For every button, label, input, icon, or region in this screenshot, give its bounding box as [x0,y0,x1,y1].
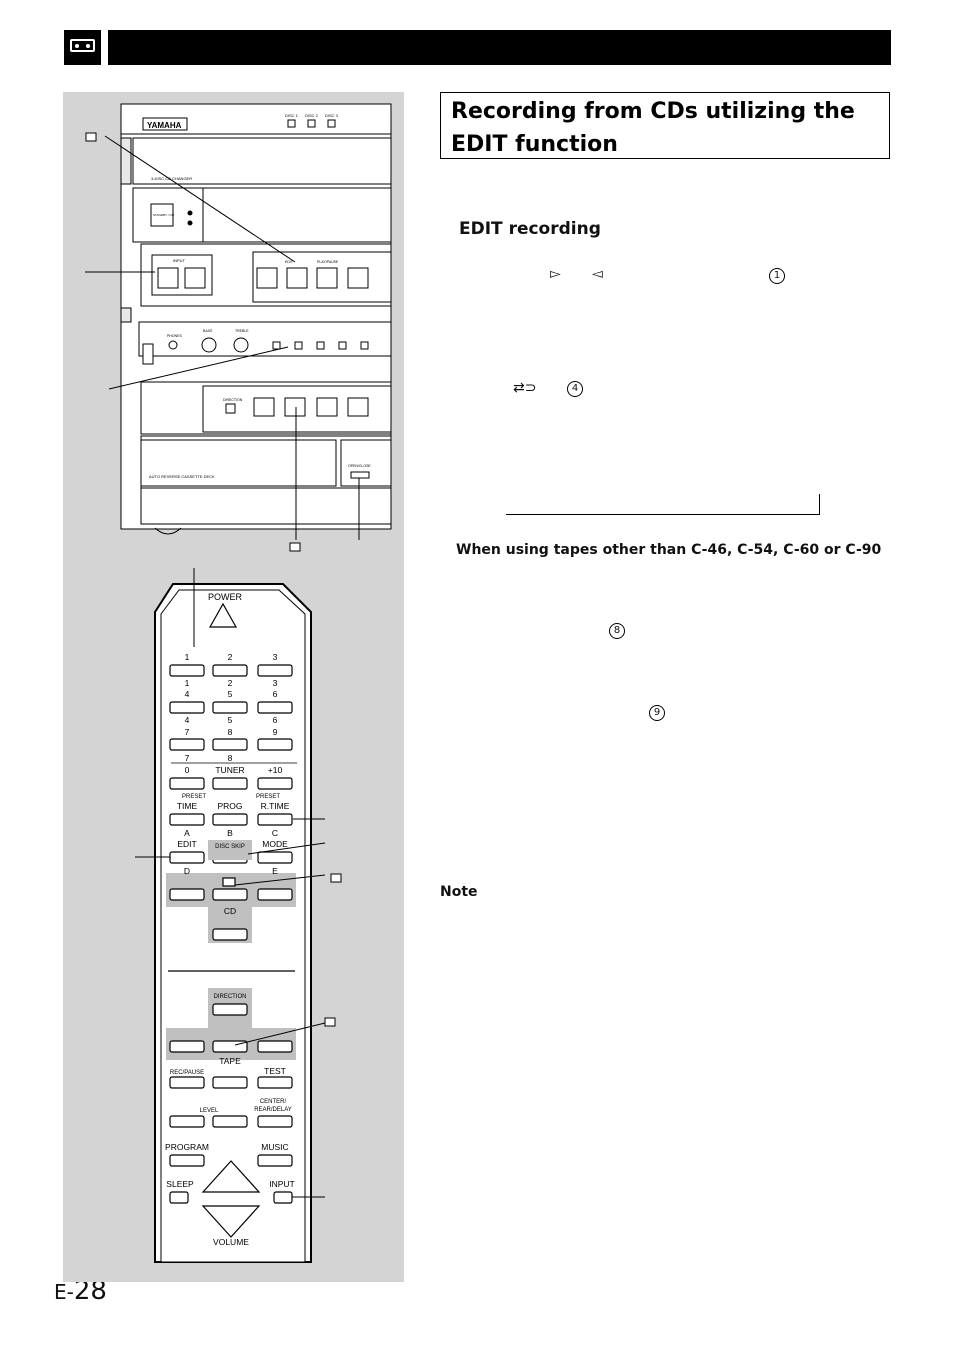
svg-text:PRESET: PRESET [256,794,280,800]
svg-text:VOLUME: VOLUME [213,1237,249,1247]
svg-text:TIME: TIME [177,801,198,811]
brand-logo: YAMAHA [147,121,182,130]
remote-leader-lines [135,568,342,1198]
svg-text:2: 2 [228,678,233,688]
bracket-line [506,494,820,515]
svg-text:LEVEL: LEVEL [200,1108,219,1114]
svg-text:PROGRAM: PROGRAM [165,1142,209,1152]
svg-text:6: 6 [273,715,278,725]
svg-text:STANDBY / ON: STANDBY / ON [153,213,174,217]
reverse-symbol: ◅ [592,266,603,282]
note-heading: Note [440,884,478,900]
svg-text:PLAY/PAUSE: PLAY/PAUSE [317,260,339,264]
svg-text:E: E [272,866,278,876]
step-9-marker: 9 [649,705,665,721]
svg-text:CD: CD [224,906,236,916]
svg-text:PRESET: PRESET [182,794,206,800]
svg-text:8: 8 [228,753,233,763]
svg-text:INPUT: INPUT [269,1179,295,1189]
svg-text:C: C [272,828,278,838]
svg-text:3-DISC CD CHANGER: 3-DISC CD CHANGER [151,176,192,181]
section-edit-heading: EDIT recording [459,219,601,239]
svg-text:8: 8 [228,727,233,737]
svg-text:REAR/DELAY: REAR/DELAY [254,1107,292,1113]
svg-text:EDIT: EDIT [285,260,294,264]
svg-text:DIRECTION: DIRECTION [214,994,247,1000]
main-unit: YAMAHA DISC 1 DISC 2 DISC 3 3-DISC CD CH… [120,103,392,535]
svg-text:D: D [184,866,190,876]
svg-text:7: 7 [185,753,190,763]
svg-text:A: A [184,828,190,838]
svg-text:CENTER/: CENTER/ [260,1099,287,1105]
svg-text:1: 1 [185,678,190,688]
title-box: Recording from CDs utilizing the EDIT fu… [440,92,890,159]
svg-text:+10: +10 [268,765,283,775]
svg-text:EDIT: EDIT [177,839,196,849]
svg-text:TREBLE: TREBLE [235,329,249,333]
play-symbol: ▻ [550,266,561,282]
svg-text:PROG: PROG [217,801,242,811]
svg-text:MODE: MODE [262,839,288,849]
svg-text:REC/PAUSE: REC/PAUSE [170,1070,204,1076]
svg-text:7: 7 [185,727,190,737]
svg-text:AUTO REVERSE CASSETTE DECK: AUTO REVERSE CASSETTE DECK [149,474,215,479]
remote-labels: POWER [208,592,243,602]
svg-text:BASS: BASS [203,329,213,333]
svg-text:TEST: TEST [264,1066,286,1076]
cassette-icon [64,30,101,65]
svg-text:1: 1 [185,652,190,662]
illustration: YAMAHA DISC 1 DISC 2 DISC 3 3-DISC CD CH… [85,103,392,1263]
svg-text:DIRECTION: DIRECTION [223,398,243,402]
svg-text:DISC 3: DISC 3 [325,113,339,118]
svg-text:DISC 2: DISC 2 [305,113,319,118]
svg-text:SLEEP: SLEEP [166,1179,194,1189]
svg-text:INPUT: INPUT [173,258,186,263]
svg-text:3: 3 [273,678,278,688]
step-8-marker: 8 [609,623,625,639]
section-tapes-heading: When using tapes other than C-46, C-54, … [456,542,882,558]
header-bar [108,30,891,65]
svg-text:5: 5 [228,715,233,725]
svg-text:MUSIC: MUSIC [261,1142,288,1152]
svg-text:6: 6 [273,689,278,699]
svg-text:TUNER: TUNER [215,765,244,775]
svg-text:POWER: POWER [208,592,243,602]
page-title: Recording from CDs utilizing the EDIT fu… [451,99,855,157]
svg-text:4: 4 [185,689,190,699]
svg-text:B: B [227,828,233,838]
svg-text:TAPE: TAPE [219,1056,241,1066]
illustration-panel: YAMAHA DISC 1 DISC 2 DISC 3 3-DISC CD CH… [63,92,404,1282]
svg-text:0: 0 [185,765,190,775]
svg-text:PHONES: PHONES [167,334,182,338]
svg-text:R.TIME: R.TIME [261,801,290,811]
unit-leader-lines [85,132,360,552]
svg-text:5: 5 [228,689,233,699]
svg-text:9: 9 [273,727,278,737]
svg-text:DISC 1: DISC 1 [285,113,299,118]
svg-text:DISC SKIP: DISC SKIP [215,844,245,850]
step-4-marker: 4 [567,381,583,397]
svg-text:4: 4 [185,715,190,725]
svg-text:2: 2 [228,652,233,662]
direction-symbol: ⇄⊃ [513,380,537,396]
step-1-marker: 1 [769,268,785,284]
svg-text:3: 3 [273,652,278,662]
svg-text:OPEN/CLOSE: OPEN/CLOSE [348,464,371,468]
